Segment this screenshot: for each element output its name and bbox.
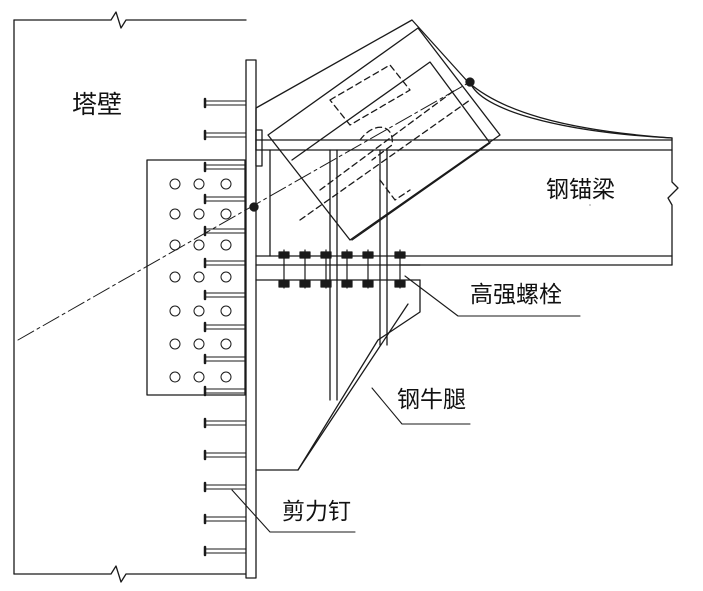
embedded-plate (146, 159, 246, 396)
shear-stud (203, 289, 247, 301)
leader-lines (231, 204, 591, 533)
leader-stud (231, 489, 356, 533)
shear-stud (203, 353, 247, 365)
label-high-strength-bolt: 高强螺栓 (470, 282, 562, 308)
plate-holes (169, 178, 232, 383)
bolt (341, 249, 353, 289)
steel-corbel (255, 19, 673, 471)
shear-stud (203, 385, 247, 397)
label-tower-wall: 塔壁 (72, 90, 123, 119)
shear-stud (203, 449, 247, 461)
label-steel-anchor-beam: 钢锚梁 (546, 177, 615, 203)
shear-stud (203, 545, 247, 557)
shear-studs (203, 97, 247, 557)
shear-stud (203, 321, 247, 333)
bolt (320, 249, 332, 289)
shear-stud (203, 129, 247, 141)
shear-stud (203, 417, 247, 429)
bolt (278, 249, 290, 289)
shear-stud (203, 481, 247, 493)
bolt (362, 249, 374, 289)
shear-stud (203, 257, 247, 269)
high-strength-bolts (278, 249, 406, 289)
label-shear-stud: 剪力钉 (282, 499, 351, 525)
anchor-box (267, 27, 673, 241)
shear-stud (203, 161, 247, 173)
shear-stud (203, 97, 247, 109)
cable-centerline (17, 77, 475, 341)
shear-stud (203, 193, 247, 205)
bearing-plate (245, 59, 263, 579)
shear-stud (203, 513, 247, 525)
bolt (394, 249, 406, 289)
tower-wall (13, 11, 247, 583)
bolt (299, 249, 311, 289)
leader-corbel (371, 387, 471, 425)
label-steel-corbel: 钢牛腿 (397, 387, 466, 413)
leader-bolt (404, 275, 581, 317)
steel-anchor-beam (255, 137, 679, 266)
